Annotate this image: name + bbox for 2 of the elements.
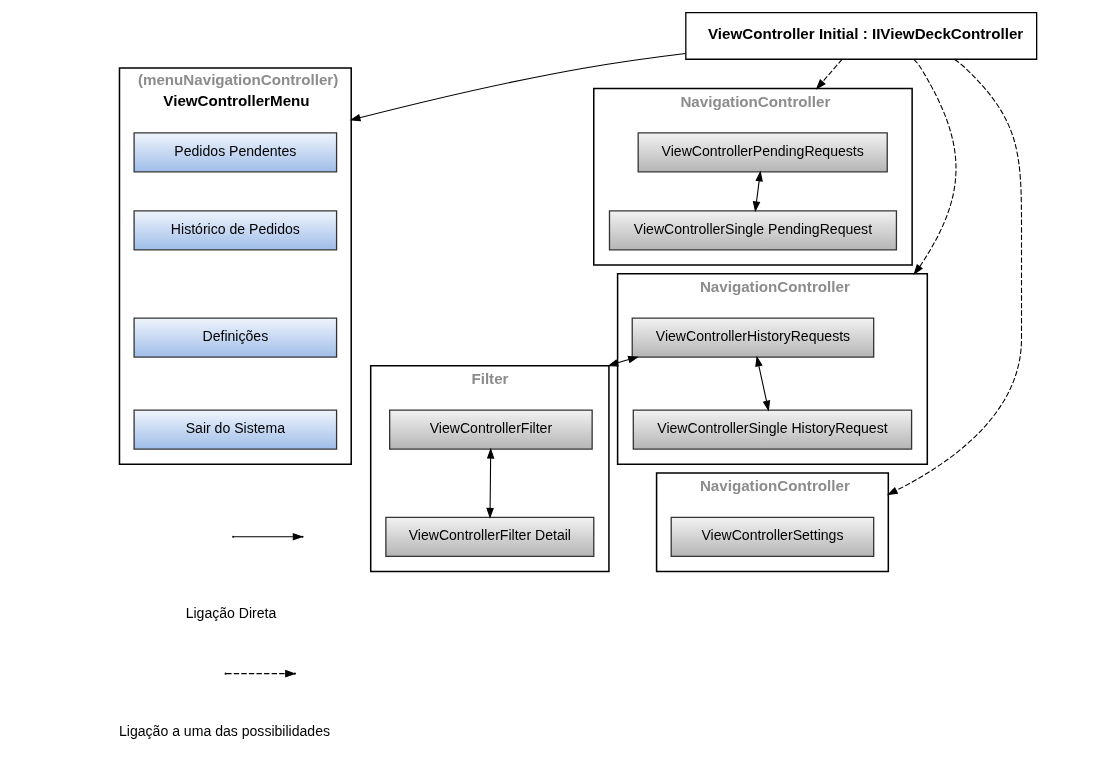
legend-label: Ligação a uma das possibilidades [118,723,331,740]
legend-label: Ligação Direta [185,605,277,622]
